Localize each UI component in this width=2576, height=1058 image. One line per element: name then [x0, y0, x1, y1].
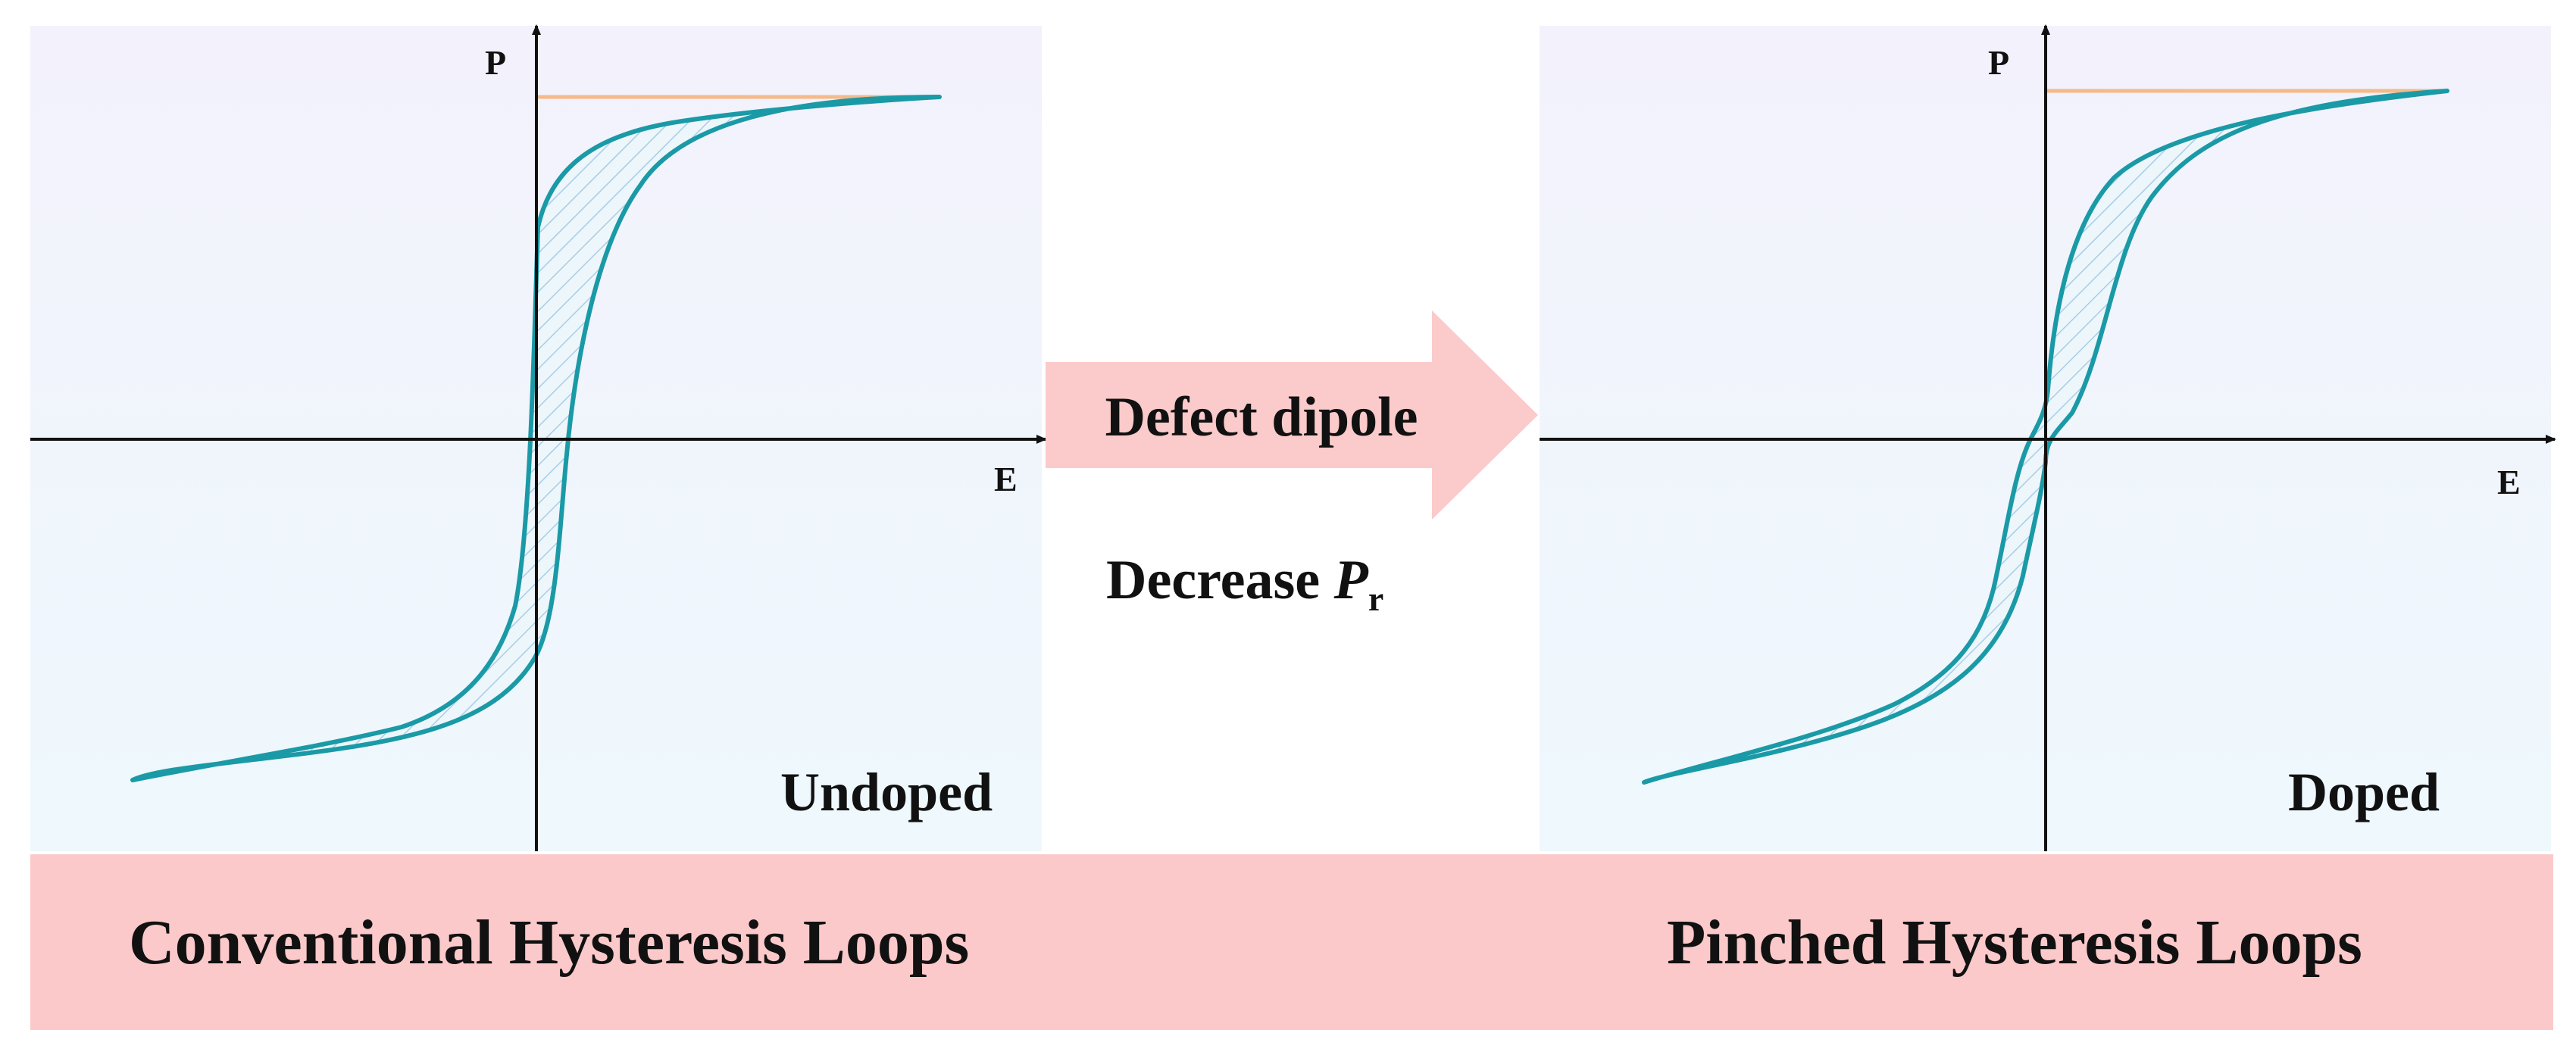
- arrow-shape: [1046, 311, 1538, 520]
- right-panel: P E Doped: [1540, 24, 2556, 851]
- left-panel-tag: Undoped: [780, 762, 993, 822]
- right-x-axis-label: E: [2497, 463, 2521, 501]
- right-y-axis-label: P: [1988, 43, 2009, 82]
- caption-symbol: P: [1333, 549, 1369, 611]
- transition-arrow: Defect dipole: [1046, 311, 1538, 520]
- banner-background: [30, 854, 2553, 1030]
- arrow-label: Defect dipole: [1105, 386, 1418, 448]
- left-panel: P E Undoped: [30, 24, 1047, 851]
- left-y-axis-label: P: [485, 43, 506, 82]
- left-x-axis-label: E: [994, 460, 1018, 498]
- decrease-pr-caption: Decrease Pr: [1106, 549, 1383, 618]
- banner-left-title: Conventional Hysteresis Loops: [129, 907, 969, 978]
- bottom-banner: Conventional Hysteresis Loops Pinched Hy…: [30, 854, 2553, 1030]
- right-panel-tag: Doped: [2288, 762, 2440, 822]
- banner-right-title: Pinched Hysteresis Loops: [1667, 907, 2362, 978]
- caption-subscript: r: [1368, 579, 1383, 618]
- caption-text: Decrease: [1106, 549, 1334, 611]
